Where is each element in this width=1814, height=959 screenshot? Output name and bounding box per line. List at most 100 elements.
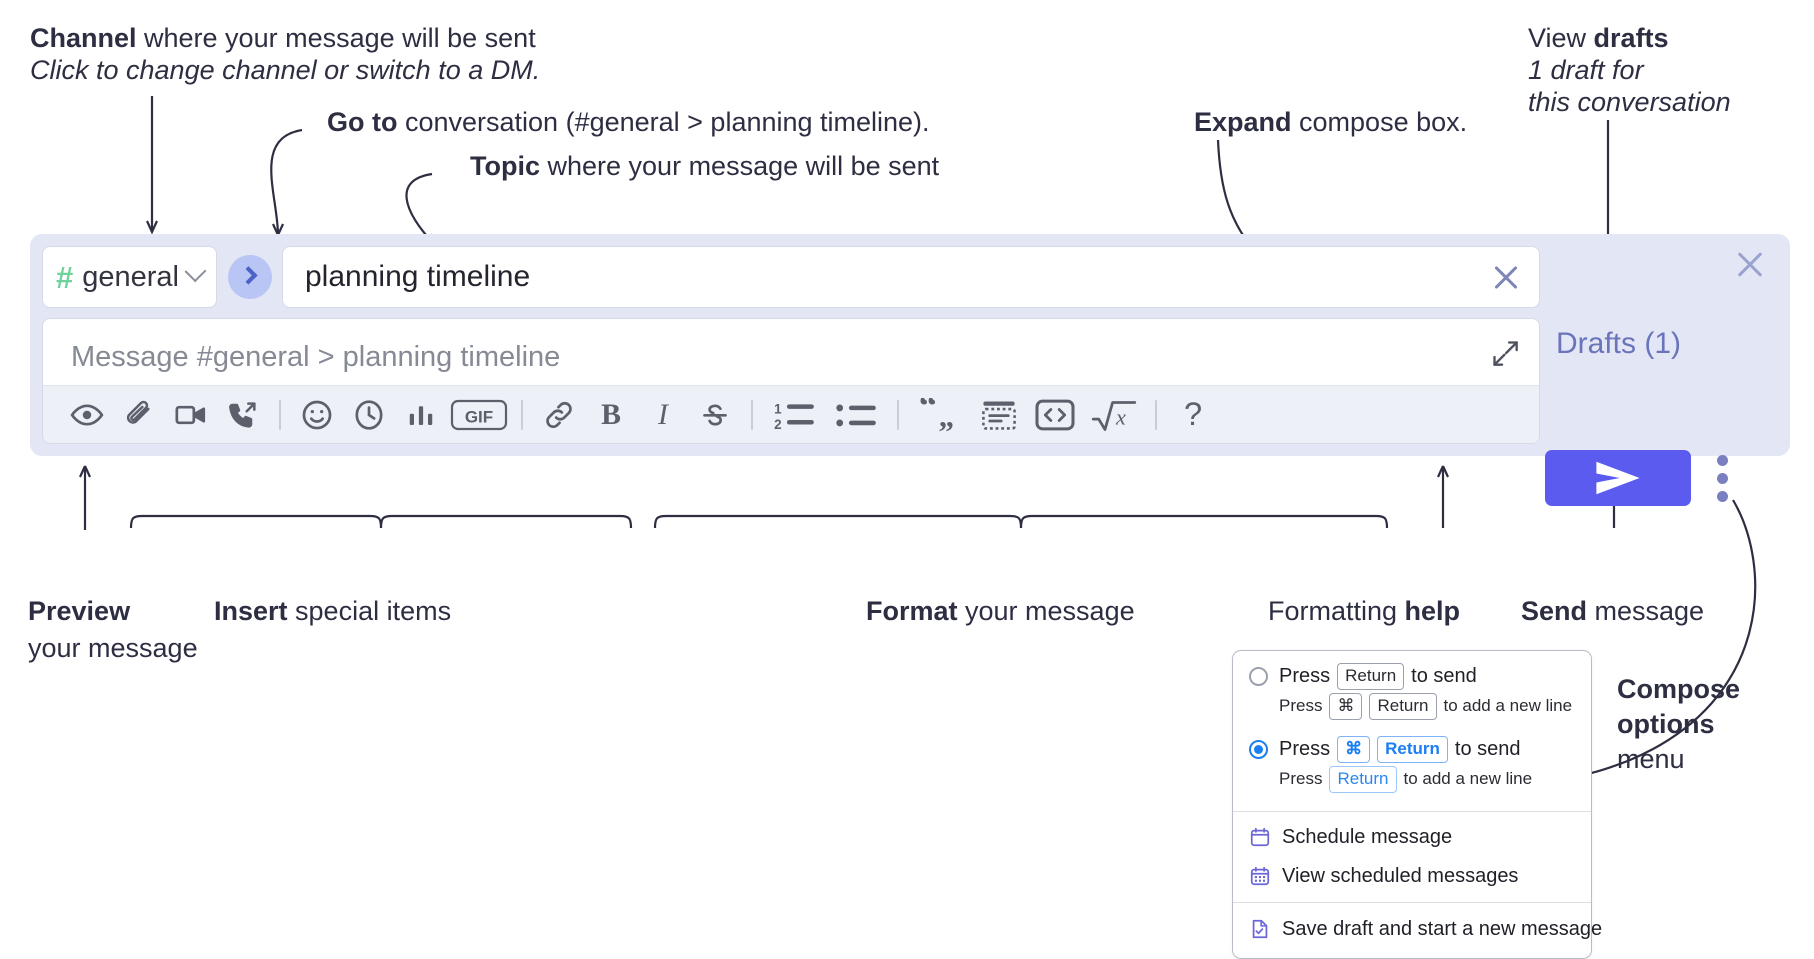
compose-inner: # general planning timeline Message #gen…	[42, 246, 1540, 444]
option-return-sub: Press ⌘ Return to add a new line	[1233, 692, 1591, 726]
key-return: Return	[1329, 765, 1397, 793]
annotation-compose-options-1: Compose	[1617, 674, 1741, 704]
audio-call-icon[interactable]	[217, 392, 269, 438]
svg-text:GIF: GIF	[465, 407, 493, 426]
svg-text:x: x	[1115, 404, 1126, 429]
option-cmd-return-to-send[interactable]: Press ⌘ Return to send	[1233, 734, 1591, 765]
annotation-drafts: View drafts	[1528, 23, 1669, 53]
send-button[interactable]	[1545, 450, 1691, 506]
option-return-to-send[interactable]: Press Return to send	[1233, 661, 1591, 692]
annotation-goto: Go to conversation (#general > planning …	[327, 107, 930, 137]
attachment-icon[interactable]	[113, 392, 165, 438]
brace-insert	[129, 514, 633, 529]
calendar-schedule-icon	[1250, 828, 1270, 847]
opt2-post: to send	[1454, 737, 1521, 760]
opt2-sub-pre: Press	[1279, 769, 1323, 789]
topic-input[interactable]: planning timeline	[282, 246, 1540, 308]
option-cmd-return-sub: Press Return to add a new line	[1233, 765, 1591, 799]
compose-options-button[interactable]	[1712, 452, 1732, 504]
menu-item-schedule-message[interactable]: Schedule message	[1233, 818, 1591, 857]
leader-goto	[270, 128, 303, 236]
annotation-topic: Topic where your message will be sent	[470, 151, 940, 181]
topic-value: planning timeline	[305, 260, 531, 293]
hash-icon: #	[56, 259, 74, 295]
opt1-sub-pre: Press	[1279, 696, 1323, 716]
menu-item-label: Save draft and start a new message	[1282, 917, 1603, 940]
kebab-dot-2	[1716, 472, 1728, 484]
key-return: Return	[1369, 692, 1437, 720]
annotation-compose-options-2: options	[1617, 709, 1715, 739]
close-icon[interactable]	[1491, 262, 1521, 292]
kebab-dot-1	[1716, 454, 1728, 466]
menu-divider	[1233, 901, 1591, 903]
link-icon[interactable]	[533, 392, 585, 438]
bulleted-list-icon[interactable]	[825, 392, 887, 438]
divider-2	[521, 399, 523, 430]
message-input[interactable]: Message #general > planning timeline	[71, 341, 561, 373]
annotation-expand: Expand compose box.	[1194, 107, 1468, 137]
help-icon[interactable]: ?	[1167, 392, 1219, 438]
key-command: ⌘	[1329, 692, 1363, 720]
compose-panel: # general planning timeline Message #gen…	[30, 234, 1790, 456]
annotation-channel: Channel where your message will be sent	[30, 23, 536, 53]
svg-text:“: “	[919, 398, 937, 426]
poll-icon[interactable]	[395, 392, 447, 438]
svg-text:?: ?	[1184, 398, 1202, 432]
formatting-toolbar: GIF B	[43, 385, 1539, 443]
code-block-icon[interactable]	[971, 392, 1027, 438]
send-icon	[1596, 461, 1640, 495]
divider-5	[1155, 399, 1157, 430]
goto-conversation-button[interactable]	[228, 255, 272, 299]
menu-item-label: View scheduled messages	[1282, 864, 1519, 887]
video-icon[interactable]	[165, 392, 217, 438]
opt1-pre: Press	[1279, 664, 1331, 687]
preview-icon[interactable]	[61, 392, 113, 438]
close-icon[interactable]	[1734, 248, 1766, 280]
divider-1	[279, 399, 281, 430]
inline-code-icon[interactable]	[1027, 392, 1083, 438]
chevron-down-icon	[184, 260, 207, 283]
italic-icon[interactable]: I	[637, 392, 689, 438]
menu-item-label: Schedule message	[1282, 825, 1453, 848]
annotation-channel-sub: Click to change channel or switch to a D…	[30, 55, 541, 85]
annotation-compose-options-3: menu	[1617, 744, 1685, 774]
annotation-preview: Preview	[28, 596, 131, 626]
blockquote-icon[interactable]: “ „	[909, 392, 971, 438]
divider-4	[897, 399, 899, 430]
key-return: Return	[1337, 663, 1405, 690]
menu-item-view-scheduled[interactable]: View scheduled messages	[1233, 857, 1591, 896]
channel-selector[interactable]: # general	[42, 246, 217, 308]
key-return: Return	[1377, 735, 1448, 763]
send-behavior-section: Press Return to send Press ⌘ Return to a…	[1233, 651, 1591, 811]
svg-text:1: 1	[774, 401, 782, 416]
radio-selected-icon[interactable]	[1249, 739, 1268, 759]
calendar-grid-icon	[1250, 867, 1270, 886]
emoji-icon[interactable]	[291, 392, 343, 438]
annotation-preview-line2: your message	[28, 633, 198, 663]
math-icon[interactable]: x	[1083, 392, 1145, 438]
channel-name: general	[82, 260, 179, 293]
drafts-link[interactable]: Drafts (1)	[1556, 327, 1682, 360]
brace-format	[653, 514, 1389, 529]
ordered-list-icon[interactable]: 1 2	[763, 392, 825, 438]
gif-icon[interactable]: GIF	[447, 392, 511, 438]
kebab-dot-3	[1716, 490, 1728, 502]
menu-item-save-draft[interactable]: Save draft and start a new message	[1233, 910, 1602, 949]
compose-options-menu: Press Return to send Press ⌘ Return to a…	[1232, 650, 1602, 959]
annotation-insert: Insert special items	[214, 596, 452, 626]
divider-3	[751, 399, 753, 430]
annotation-drafts-sub1: 1 draft for	[1528, 55, 1644, 85]
opt2-pre: Press	[1279, 737, 1331, 760]
strikethrough-icon[interactable]	[689, 392, 741, 438]
svg-text:I: I	[657, 398, 670, 431]
message-input-card: Message #general > planning timeline	[42, 318, 1540, 444]
menu-divider	[1233, 810, 1591, 812]
expand-icon[interactable]	[1491, 339, 1519, 367]
svg-text:„: „	[939, 398, 955, 432]
clock-icon[interactable]	[343, 392, 395, 438]
bold-icon[interactable]: B	[585, 392, 637, 438]
svg-text:B: B	[601, 398, 621, 431]
key-command: ⌘	[1337, 735, 1371, 763]
radio-unselected-icon[interactable]	[1249, 666, 1268, 686]
